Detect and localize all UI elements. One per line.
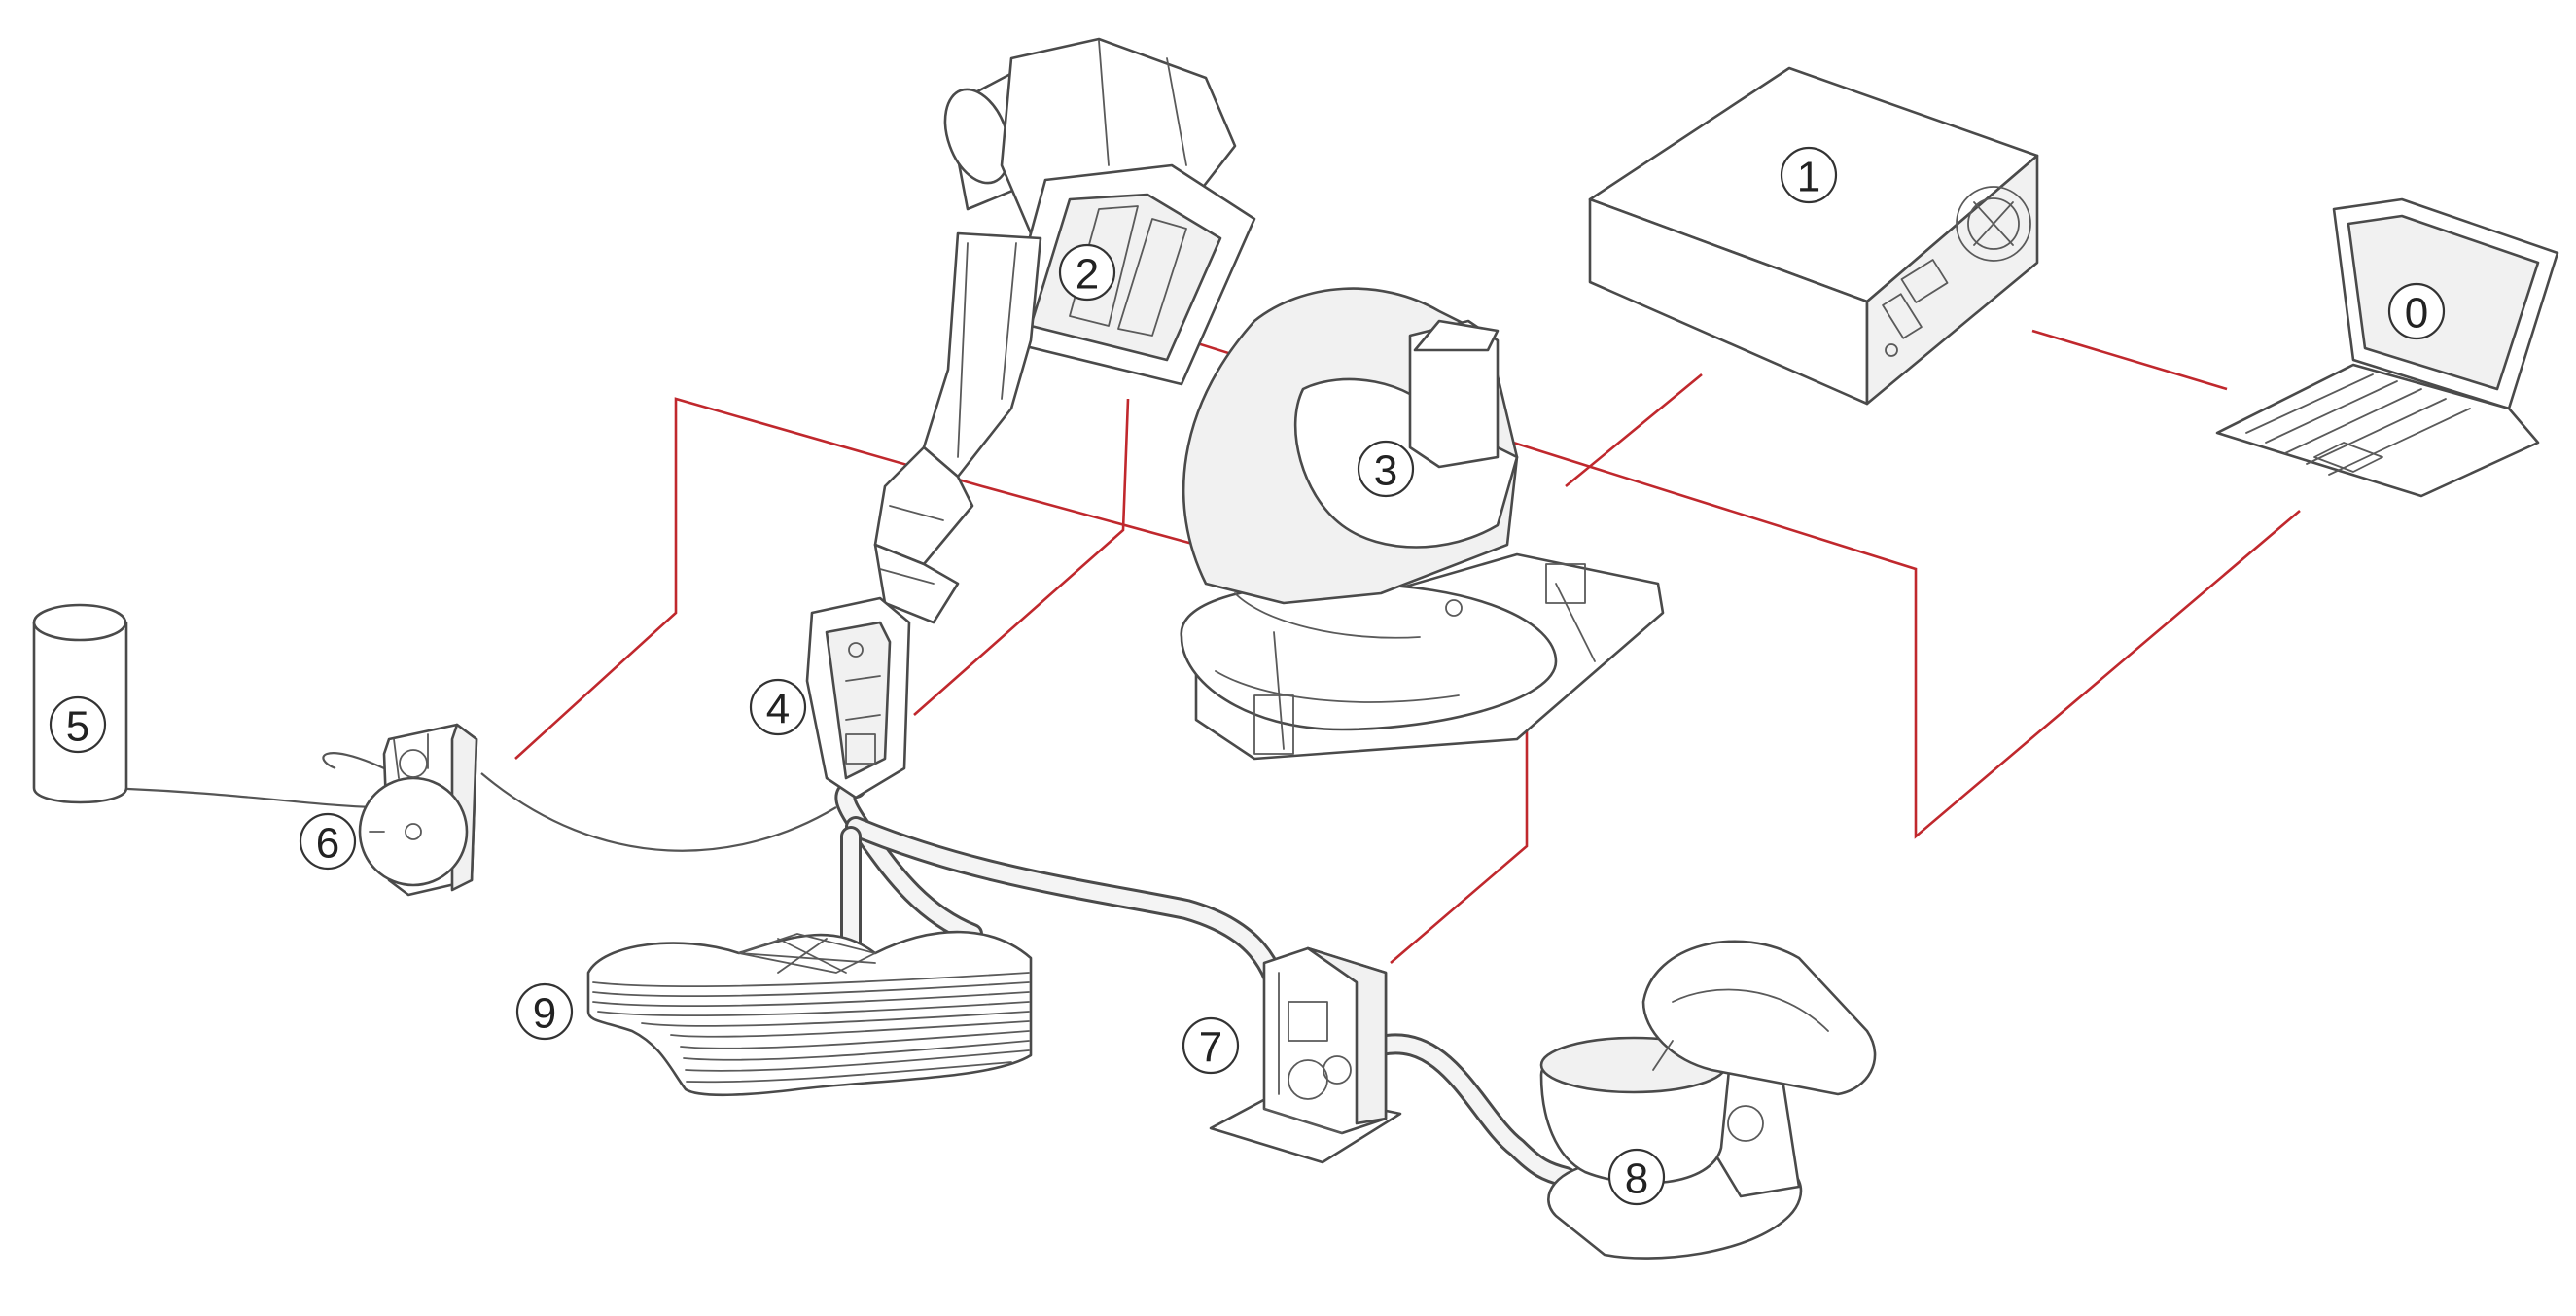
label-9-text: 9 bbox=[533, 990, 556, 1038]
laptop-icon bbox=[2215, 197, 2559, 498]
signal-line-laptop-to-robot-loop bbox=[1156, 329, 2301, 839]
label-badge-8: 8 bbox=[1607, 1148, 1666, 1206]
printed-part-icon bbox=[586, 930, 1033, 1097]
label-0-text: 0 bbox=[2405, 290, 2428, 338]
robot-base-icon bbox=[1180, 287, 1665, 761]
label-7-text: 7 bbox=[1199, 1024, 1222, 1072]
dosing-pump-icon bbox=[358, 723, 478, 897]
label-badge-9: 9 bbox=[515, 982, 574, 1041]
additive-line-from-container bbox=[104, 752, 385, 809]
signal-line-controller-to-robot bbox=[1565, 373, 1703, 488]
label-badge-1: 1 bbox=[1780, 146, 1838, 204]
feed-pump-icon bbox=[1209, 946, 1402, 1164]
label-5-text: 5 bbox=[66, 703, 89, 751]
label-badge-6: 6 bbox=[299, 812, 357, 871]
label-6-text: 6 bbox=[316, 820, 339, 868]
label-1-text: 1 bbox=[1797, 154, 1820, 201]
label-badge-2: 2 bbox=[1058, 243, 1116, 302]
robot-arm-icon bbox=[873, 37, 1256, 624]
additive-line-to-head bbox=[480, 772, 837, 852]
print-head-icon bbox=[805, 596, 911, 800]
label-4-text: 4 bbox=[766, 686, 790, 733]
controller-cabinet-icon bbox=[1588, 66, 2039, 406]
signal-line-laptop-to-controller bbox=[2031, 329, 2228, 391]
label-badge-0: 0 bbox=[2387, 282, 2446, 340]
label-3-text: 3 bbox=[1374, 447, 1397, 495]
label-badge-3: 3 bbox=[1357, 440, 1415, 498]
label-badge-4: 4 bbox=[749, 678, 807, 736]
label-badge-7: 7 bbox=[1182, 1016, 1240, 1075]
signal-line-to-print-head bbox=[913, 398, 1130, 716]
label-badge-5: 5 bbox=[49, 695, 107, 754]
label-8-text: 8 bbox=[1625, 1156, 1648, 1203]
label-2-text: 2 bbox=[1076, 251, 1099, 299]
mixer-icon bbox=[1539, 940, 1877, 1260]
